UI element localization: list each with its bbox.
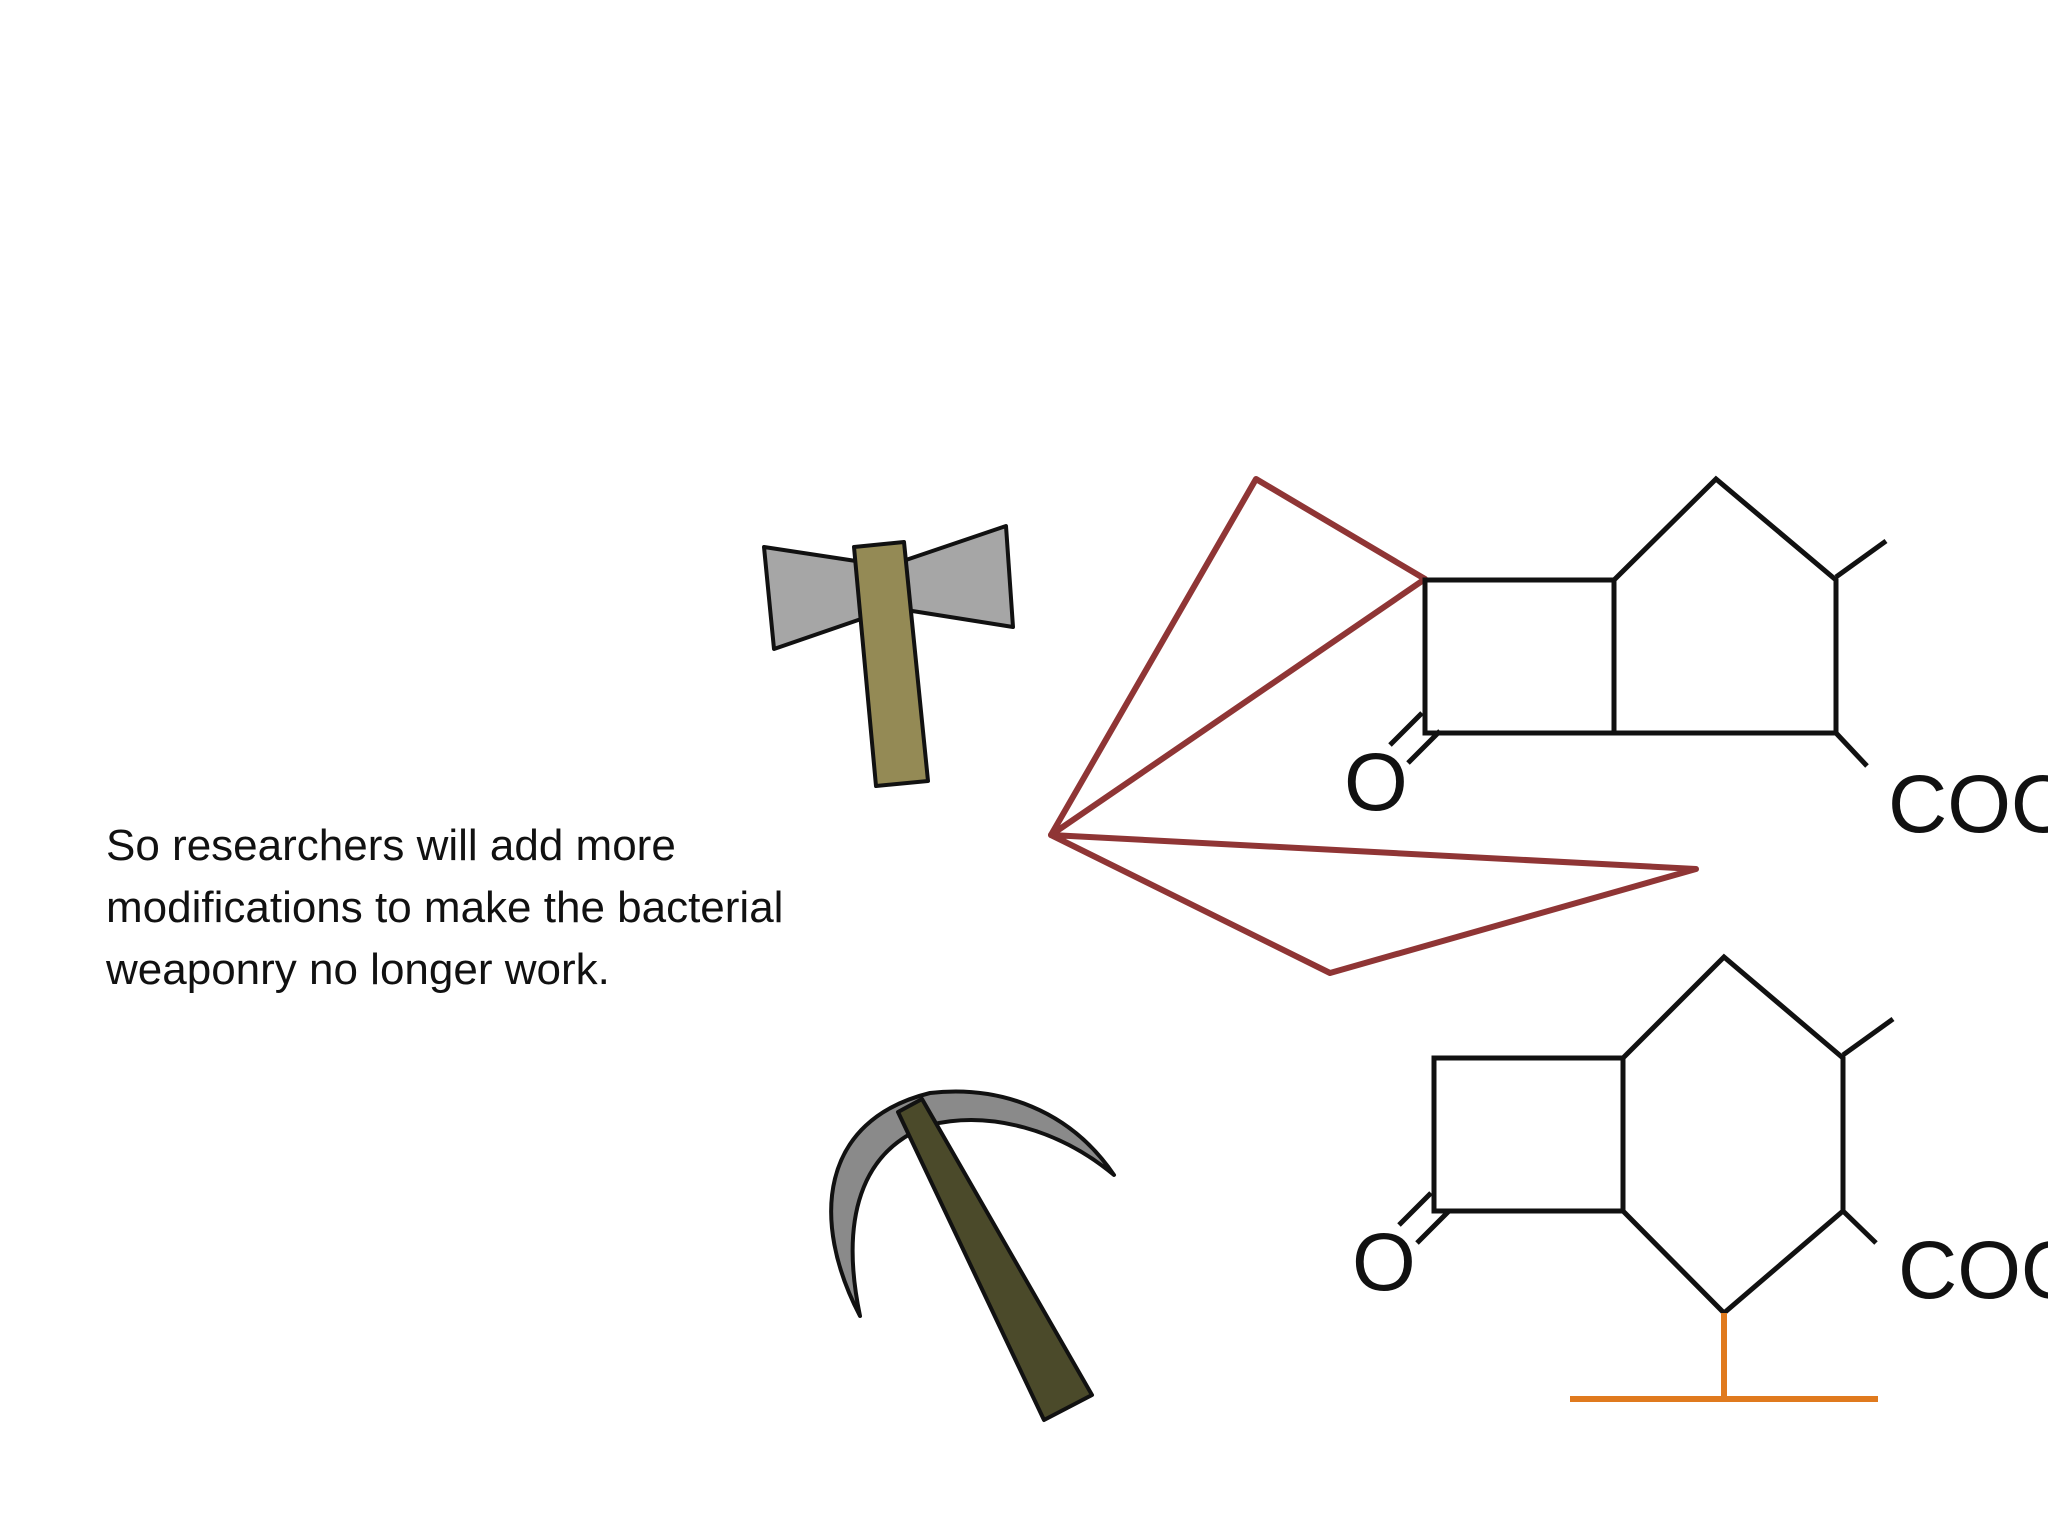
axe-handle (852, 540, 930, 788)
carbonyl-bond-bottom-1 (1397, 1191, 1433, 1227)
molecule-top (1388, 475, 1888, 768)
six-membered-ring-bottom (1621, 953, 1846, 1317)
methyl-bond-bottom (1841, 1016, 1895, 1058)
carbonyl-bond-bottom-2 (1415, 1209, 1451, 1245)
carboxyl-label-bottom: COO (1898, 1225, 2048, 1316)
axe-blade-left (762, 545, 866, 651)
carboxyl-bond-top (1834, 731, 1869, 768)
pickaxe-handle (896, 1097, 1094, 1422)
oxygen-label-bottom: O (1352, 1217, 1416, 1308)
modification-lower (1048, 832, 1699, 976)
molecule-bottom (1397, 953, 1895, 1317)
modification-upper (1048, 476, 1428, 838)
carboxyl-bond-bottom (1841, 1209, 1878, 1245)
slide-caption: So researchers will add more modificatio… (106, 821, 784, 994)
axe-icon (762, 524, 1015, 788)
carbonyl-bond-top-2 (1406, 729, 1442, 765)
beta-lactam-ring-bottom (1431, 1055, 1626, 1214)
anchor-group (1570, 1313, 1878, 1402)
beta-lactam-ring-top (1422, 577, 1617, 736)
carbonyl-bond-top-1 (1388, 711, 1424, 747)
oxygen-label-top: O (1344, 737, 1408, 828)
modification-lines (1048, 476, 1699, 976)
carboxyl-label-top: COO (1888, 759, 2048, 850)
methyl-bond-top (1834, 538, 1888, 580)
five-membered-ring-top (1612, 475, 1839, 736)
pickaxe-head (829, 1089, 1116, 1318)
axe-blade-right (898, 524, 1015, 629)
pickaxe-icon (829, 1089, 1116, 1422)
